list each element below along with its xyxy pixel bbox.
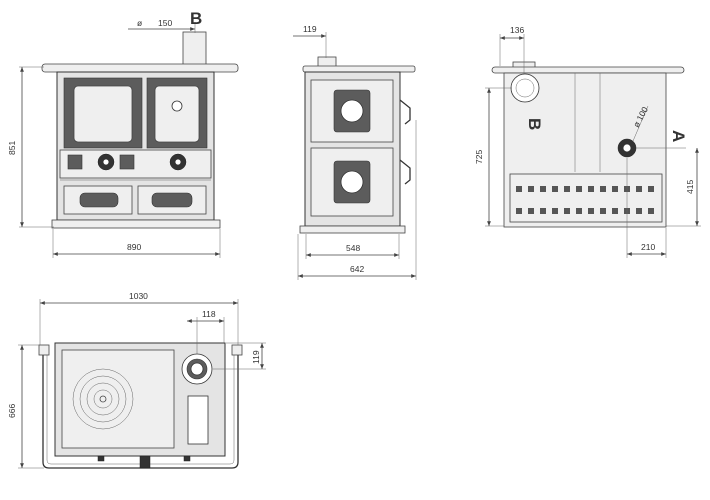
front-plinth (51, 219, 221, 229)
top-width-label: 1030 (129, 291, 148, 301)
rear-outlet-b-label: B (525, 118, 544, 130)
top-foot-left (97, 455, 105, 462)
side-upper-handle-icon (399, 99, 411, 125)
front-control-band (59, 149, 212, 179)
top-foot-mid (139, 455, 151, 469)
side-lower-rosette-icon (340, 170, 364, 194)
top-ash-slot (187, 395, 209, 445)
front-left-door-glass (73, 85, 133, 143)
top-flue-x-label: 118 (202, 309, 216, 319)
side-body-depth-label: 548 (346, 243, 360, 253)
side-flue-offset-label: 119 (303, 24, 317, 34)
front-outlet-label: B (190, 9, 202, 28)
top-depth-label: 666 (7, 404, 17, 418)
top-cooktop (61, 349, 175, 449)
rear-top-plate (491, 66, 685, 74)
rear-inlet-height-label: 415 (685, 180, 695, 194)
rear-inlet-offset-label: 210 (641, 242, 655, 252)
rear-inlet-a-label: A (669, 130, 688, 142)
rear-inlet-a-center (622, 143, 632, 153)
side-view: 119 548 642 (293, 24, 417, 280)
front-width-label: 890 (127, 242, 141, 252)
front-height-label: 851 (7, 141, 17, 155)
front-rosette-left-center (102, 158, 110, 166)
front-thermometer-icon (171, 100, 183, 112)
front-rosette-right-center (174, 158, 182, 166)
side-total-depth-label: 642 (350, 264, 364, 274)
front-flue-pipe (182, 31, 207, 66)
front-control-dial-left (67, 154, 83, 170)
rear-vent-panel (509, 173, 663, 223)
front-drawer-right-handle (151, 192, 193, 208)
top-flue-collar-core (190, 362, 204, 376)
side-plinth (299, 225, 406, 234)
front-view: ø 150 B 851 890 (7, 9, 239, 258)
top-flue-y-label: 119 (251, 350, 261, 364)
front-flue-offset-label: 150 (158, 18, 172, 28)
top-hob-ring-1 (72, 368, 134, 430)
top-hob-ring-5 (99, 395, 107, 403)
rear-outlet-b-inner (515, 78, 535, 98)
rear-flue-height-label: 725 (474, 150, 484, 164)
side-lower-handle-icon (399, 159, 411, 185)
front-right-door-panel (154, 85, 200, 143)
top-hob-ring-4 (93, 389, 113, 409)
side-flue-pipe (317, 56, 337, 68)
top-hob-ring-3 (86, 382, 120, 416)
front-top-plate (41, 63, 239, 73)
top-foot-right (183, 455, 191, 462)
top-view: 1030 118 119 666 (7, 291, 266, 469)
front-control-dial-mid (119, 154, 135, 170)
front-drawer-left-handle (79, 192, 119, 208)
rear-diameter-leader (632, 105, 649, 142)
top-rail-bracket-right (231, 344, 243, 356)
rear-outlet-b-icon (510, 73, 540, 103)
top-hob-ring-2 (79, 375, 127, 423)
side-upper-rosette-icon (340, 99, 364, 123)
front-flue-diameter-symbol: ø (137, 18, 142, 28)
side-top-plate (302, 65, 416, 73)
rear-flue-offset-label: 136 (510, 25, 524, 35)
rear-view: B A ø 100 136 725 415 (474, 25, 701, 258)
top-rail-bracket-left (38, 344, 50, 356)
